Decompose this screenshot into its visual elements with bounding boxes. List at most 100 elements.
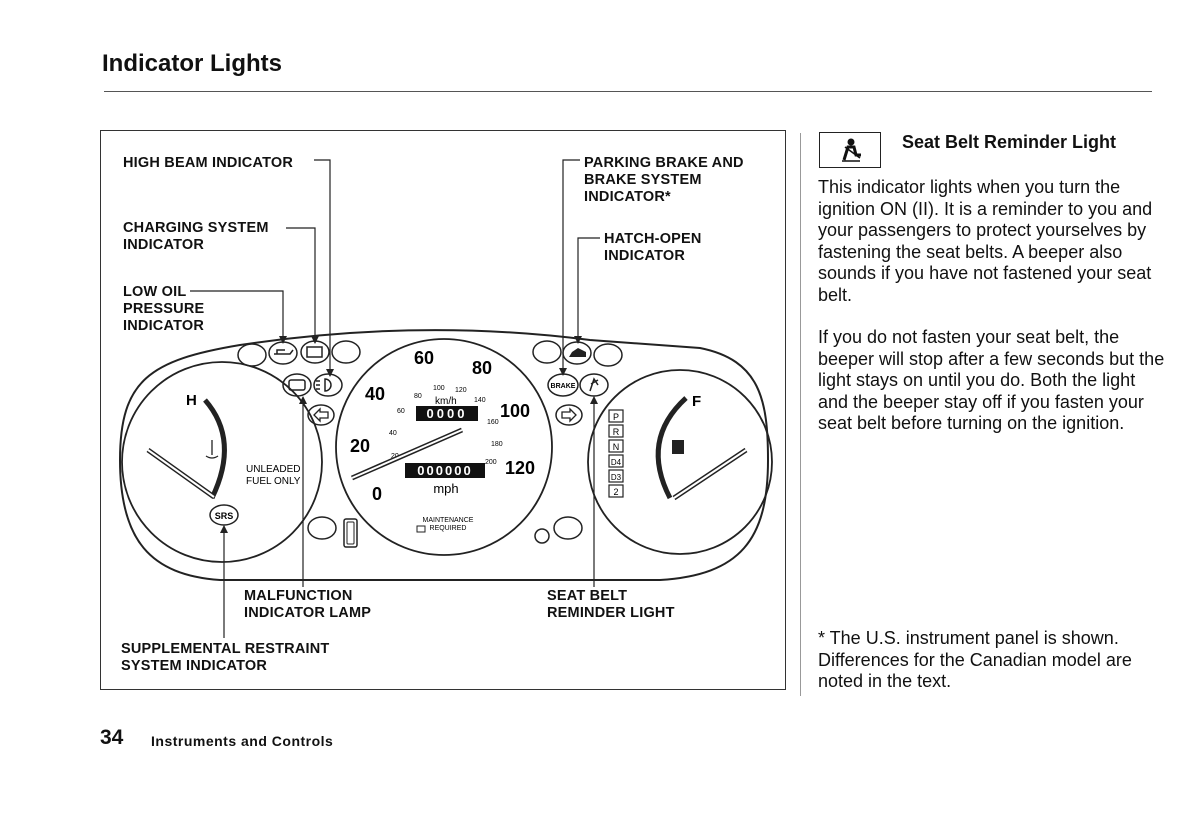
callout-hatch-open: HATCH-OPEN INDICATOR — [604, 231, 702, 265]
odometer — [405, 463, 485, 478]
gear-d3: D3 — [611, 473, 622, 482]
callout-line: INDICATOR — [123, 318, 205, 334]
brake-label: BRAKE — [551, 383, 576, 390]
section-heading: Seat Belt Reminder Light — [902, 132, 1117, 152]
kmh-180: 180 — [491, 441, 503, 448]
mph-20: 20 — [350, 436, 370, 456]
mph-80: 80 — [472, 358, 492, 378]
callout-line: INDICATOR — [123, 237, 205, 253]
callout-charging: CHARGING SYSTEM INDICATOR — [123, 220, 269, 254]
figure-frame — [100, 130, 786, 690]
trip-reset-knob — [534, 528, 550, 544]
indicator-slot — [553, 516, 583, 540]
temperature-gauge — [121, 361, 323, 563]
gear-n: N — [613, 442, 620, 452]
footnote: * The U.S. instrument panel is shown. Di… — [818, 628, 1132, 692]
mph-60: 60 — [414, 348, 434, 368]
indicator-slot — [307, 516, 337, 540]
kmh-200: 200 — [485, 459, 497, 466]
fuel-scale-arc — [655, 396, 688, 500]
column-divider — [800, 133, 801, 696]
callout-line: REMINDER LIGHT — [547, 605, 675, 621]
indicator-slot — [532, 340, 562, 364]
callout-line: CHARGING SYSTEM — [123, 220, 269, 236]
page-number: 34 — [100, 726, 124, 749]
fuel-label-line1: UNLEADED — [246, 464, 300, 475]
mph-40: 40 — [365, 384, 385, 404]
gear-indicator-column: P R N D4 D3 2 — [608, 409, 624, 498]
callout-srs: SUPPLEMENTAL RESTRAINT SYSTEM INDICATOR — [121, 641, 329, 675]
right-arrow-icon — [561, 407, 577, 423]
kmh-100: 100 — [433, 385, 445, 392]
engine-icon — [288, 379, 306, 391]
fuel-pump-icon — [672, 440, 684, 454]
gear-r: R — [613, 427, 620, 437]
cluster-housing — [118, 329, 770, 581]
title-rule — [104, 91, 1152, 92]
callout-line: INDICATOR — [604, 248, 686, 264]
callout-line: INDICATOR* — [584, 189, 671, 205]
callout-line: HATCH-OPEN — [604, 231, 702, 247]
callout-line: HIGH BEAM INDICATOR — [123, 155, 294, 171]
indicator-slot — [237, 343, 267, 367]
kmh-120: 120 — [455, 387, 467, 394]
callout-parking-brake: PARKING BRAKE AND BRAKE SYSTEM INDICATOR… — [584, 155, 744, 206]
callout-arrowheads — [220, 336, 598, 533]
callout-line: PRESSURE — [123, 301, 205, 317]
speedometer — [335, 338, 553, 556]
paragraph: If you do not fasten your seat belt, the… — [818, 327, 1165, 434]
kmh-60: 60 — [397, 408, 405, 415]
callout-low-oil: LOW OIL PRESSURE INDICATOR — [123, 284, 204, 335]
kmh-20: 20 — [391, 453, 399, 460]
gear-2: 2 — [613, 487, 618, 497]
mph-120: 120 — [505, 458, 535, 478]
callout-leaders — [190, 159, 600, 638]
oil-can-icon — [274, 349, 294, 355]
mph-100: 100 — [500, 401, 530, 421]
kmh-160: 160 — [487, 419, 499, 426]
oil-pressure-indicator — [268, 341, 298, 365]
callout-line: PARKING BRAKE AND — [584, 155, 744, 171]
callout-malfunction: MALFUNCTION INDICATOR LAMP — [244, 588, 371, 622]
temp-scale-arc — [203, 398, 227, 500]
charging-indicator — [300, 340, 330, 364]
mph-0: 0 — [372, 484, 382, 504]
fuel-full-label: F — [692, 393, 701, 410]
coolant-icon — [205, 440, 219, 459]
indicator-slot — [331, 340, 361, 364]
gear-p: P — [613, 412, 619, 422]
fuel-gauge — [587, 369, 773, 555]
hatch-icon — [569, 348, 586, 357]
fuel-reset-knob — [343, 518, 358, 548]
section-name: Instruments and Controls — [151, 733, 334, 749]
callout-line: SEAT BELT — [547, 588, 628, 604]
mph-unit: mph — [433, 481, 458, 496]
kmh-unit: km/h — [435, 396, 457, 407]
high-beam-icon — [316, 378, 332, 392]
callout-line: BRAKE SYSTEM — [584, 172, 702, 188]
right-turn-indicator — [555, 404, 583, 426]
seat-belt-small-icon — [589, 377, 599, 392]
indicator-slot — [593, 343, 623, 367]
callout-line: MALFUNCTION — [244, 588, 353, 604]
callout-line: SUPPLEMENTAL RESTRAINT — [121, 641, 330, 657]
left-turn-indicator — [307, 404, 335, 426]
temp-hot-label: H — [186, 392, 197, 409]
kmh-80: 80 — [414, 393, 422, 400]
callout-line: SYSTEM INDICATOR — [121, 658, 268, 674]
high-beam-indicator — [313, 373, 343, 397]
kmh-140: 140 — [474, 397, 486, 404]
seat-belt-icon-box — [819, 132, 881, 168]
callout-seat-belt: SEAT BELT REMINDER LIGHT — [547, 588, 675, 622]
left-arrow-icon — [313, 407, 329, 423]
trip-odometer — [416, 406, 478, 421]
battery-icon — [306, 346, 323, 358]
callout-high-beam: HIGH BEAM INDICATOR — [123, 155, 293, 172]
seat-belt-indicator — [579, 373, 609, 397]
page-title: Indicator Lights — [102, 50, 282, 77]
srs-label: SRS — [215, 511, 234, 521]
gear-d4: D4 — [611, 458, 622, 467]
kmh-40: 40 — [389, 430, 397, 437]
maintenance-line1: MAINTENANCE — [423, 517, 474, 524]
